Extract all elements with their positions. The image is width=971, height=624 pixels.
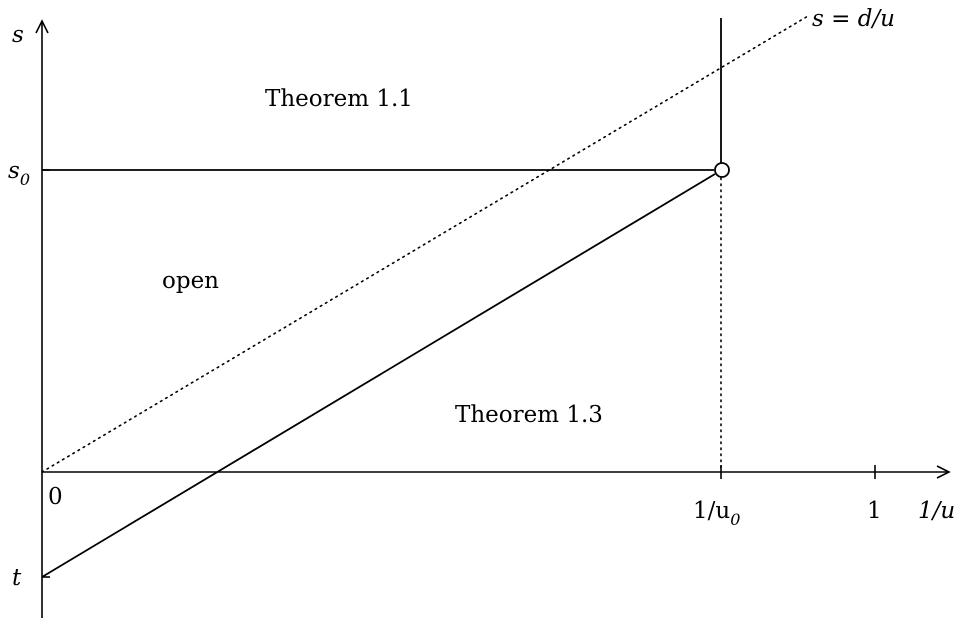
u0-label-main: 1/u bbox=[693, 498, 730, 524]
origin-label: 0 bbox=[48, 484, 63, 510]
s0-label-main: s bbox=[8, 158, 20, 184]
t-label: t bbox=[12, 565, 22, 591]
y-axis-label: s bbox=[12, 22, 24, 48]
open-circle-marker bbox=[714, 162, 730, 178]
u0-label: 1/u0 bbox=[693, 498, 740, 529]
line-s-equals-d-over-u bbox=[41, 15, 809, 473]
s0-label: s0 bbox=[8, 158, 30, 189]
line-label: s = d/u bbox=[812, 6, 895, 32]
u0-label-subscript: 0 bbox=[730, 510, 740, 529]
one-label: 1 bbox=[867, 498, 882, 524]
diagonal-boundary bbox=[41, 173, 716, 578]
s0-label-subscript: 0 bbox=[20, 170, 30, 189]
x-axis-arrowhead bbox=[936, 465, 951, 479]
x-axis-label: 1/u bbox=[918, 498, 955, 524]
y-axis-arrowhead bbox=[35, 19, 49, 34]
region-theorem-1-3-label: Theorem 1.3 bbox=[455, 402, 603, 428]
region-open-label: open bbox=[162, 268, 219, 294]
region-theorem-1-1-label: Theorem 1.1 bbox=[265, 86, 413, 112]
